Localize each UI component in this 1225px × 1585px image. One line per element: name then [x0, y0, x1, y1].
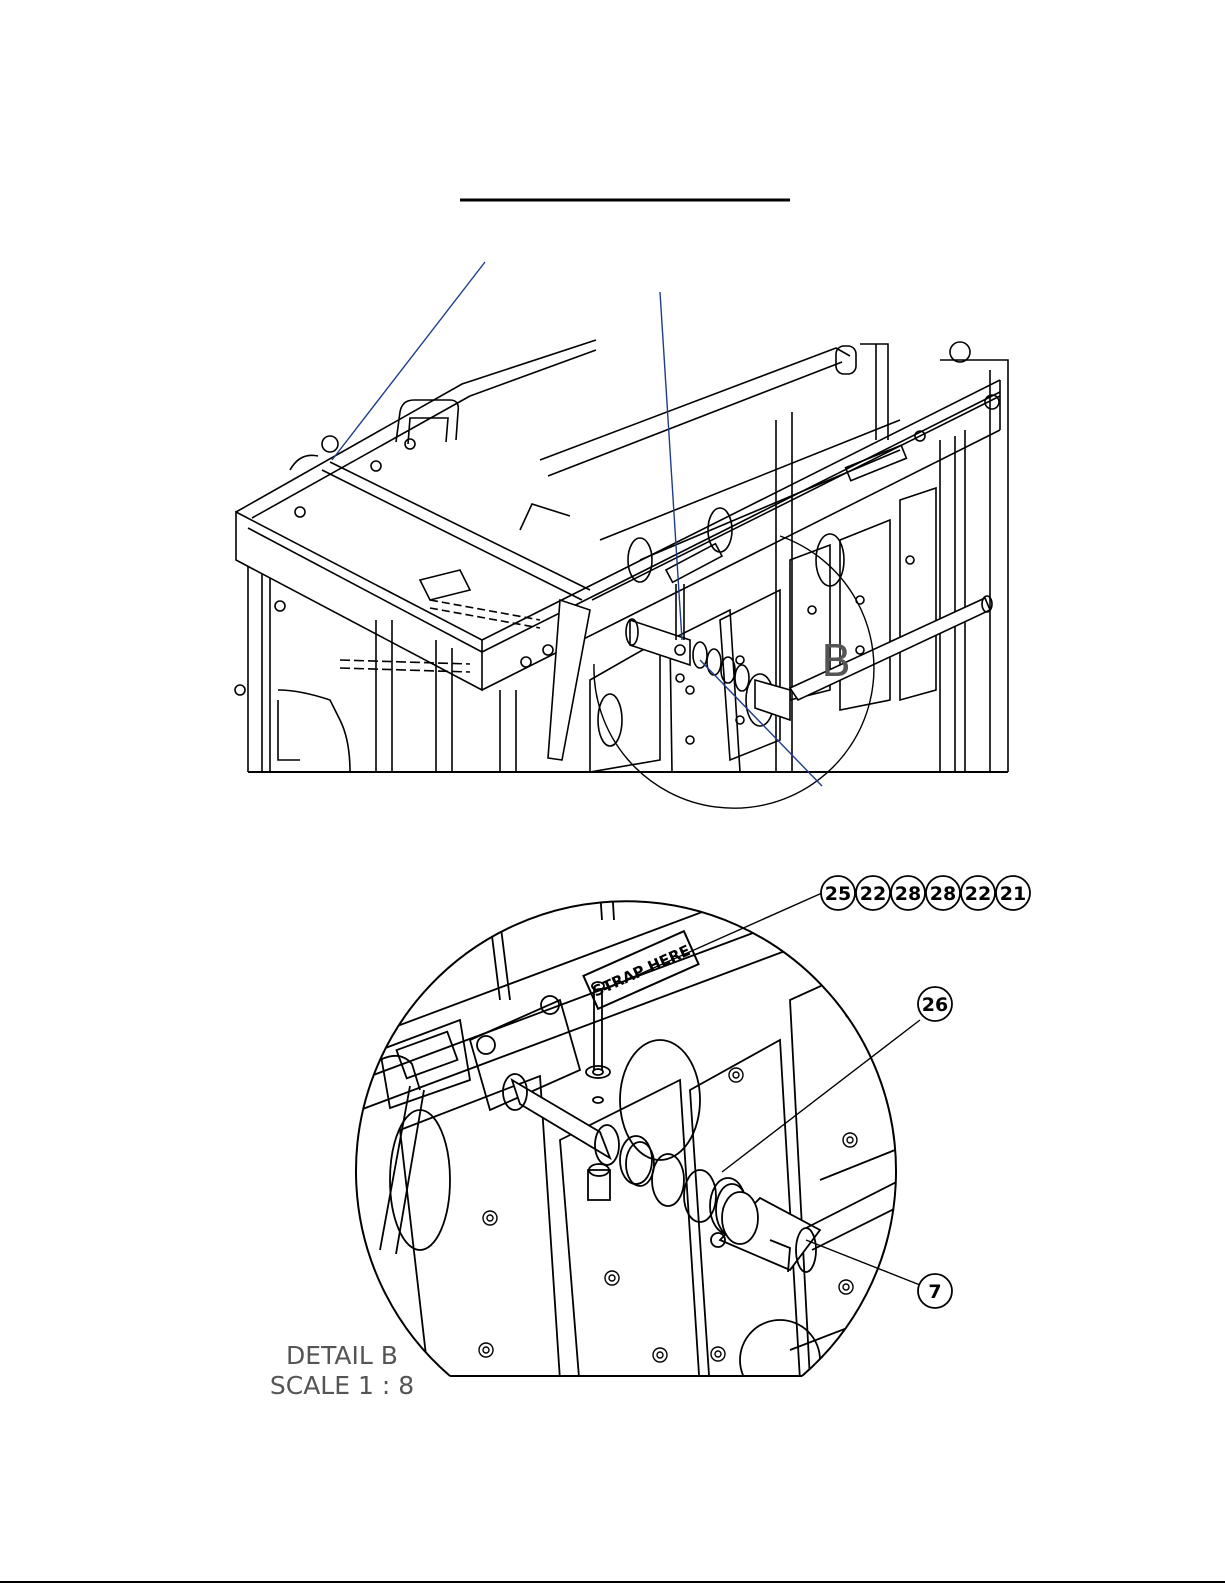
- balloon-7: 7: [918, 1274, 952, 1308]
- svg-text:25: 25: [825, 883, 851, 905]
- balloon-21: 21: [996, 876, 1030, 910]
- svg-text:22: 22: [965, 883, 991, 905]
- detail-b-view: STRAP HERE: [356, 838, 920, 1400]
- svg-text:21: 21: [1000, 883, 1026, 905]
- detail-scale: SCALE 1 : 8: [270, 1371, 414, 1400]
- svg-text:22: 22: [860, 883, 886, 905]
- svg-text:7: 7: [928, 1281, 941, 1303]
- svg-text:28: 28: [930, 883, 956, 905]
- balloon-22b: 22: [961, 876, 995, 910]
- svg-text:26: 26: [922, 994, 948, 1016]
- balloon-22a: 22: [856, 876, 890, 910]
- svg-text:28: 28: [895, 883, 921, 905]
- balloon-28a: 28: [891, 876, 925, 910]
- balloon-26: 26: [918, 987, 952, 1021]
- balloon-25: 25: [821, 876, 855, 910]
- balloon-28b: 28: [926, 876, 960, 910]
- balloon-row-top: 25 22 28 28 22 21: [821, 876, 1030, 910]
- blue-leader-lines: [332, 262, 822, 786]
- overview-view: [235, 340, 1008, 808]
- detail-title: DETAIL B: [286, 1341, 398, 1370]
- view-label-b: B: [821, 636, 851, 687]
